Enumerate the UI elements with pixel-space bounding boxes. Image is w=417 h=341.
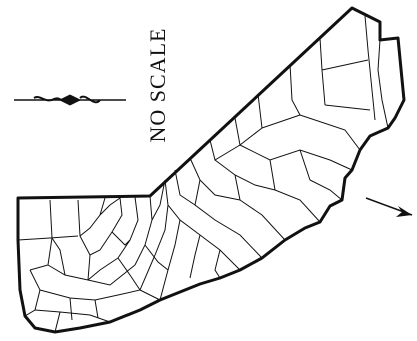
region-boundary <box>16 6 406 334</box>
county-boundaries-upper <box>164 15 389 271</box>
arrow-pointer-icon <box>365 197 413 217</box>
north-arrow-icon <box>14 94 126 106</box>
county-boundaries-lower <box>17 179 221 333</box>
no-scale-label: NO SCALE <box>145 27 170 143</box>
